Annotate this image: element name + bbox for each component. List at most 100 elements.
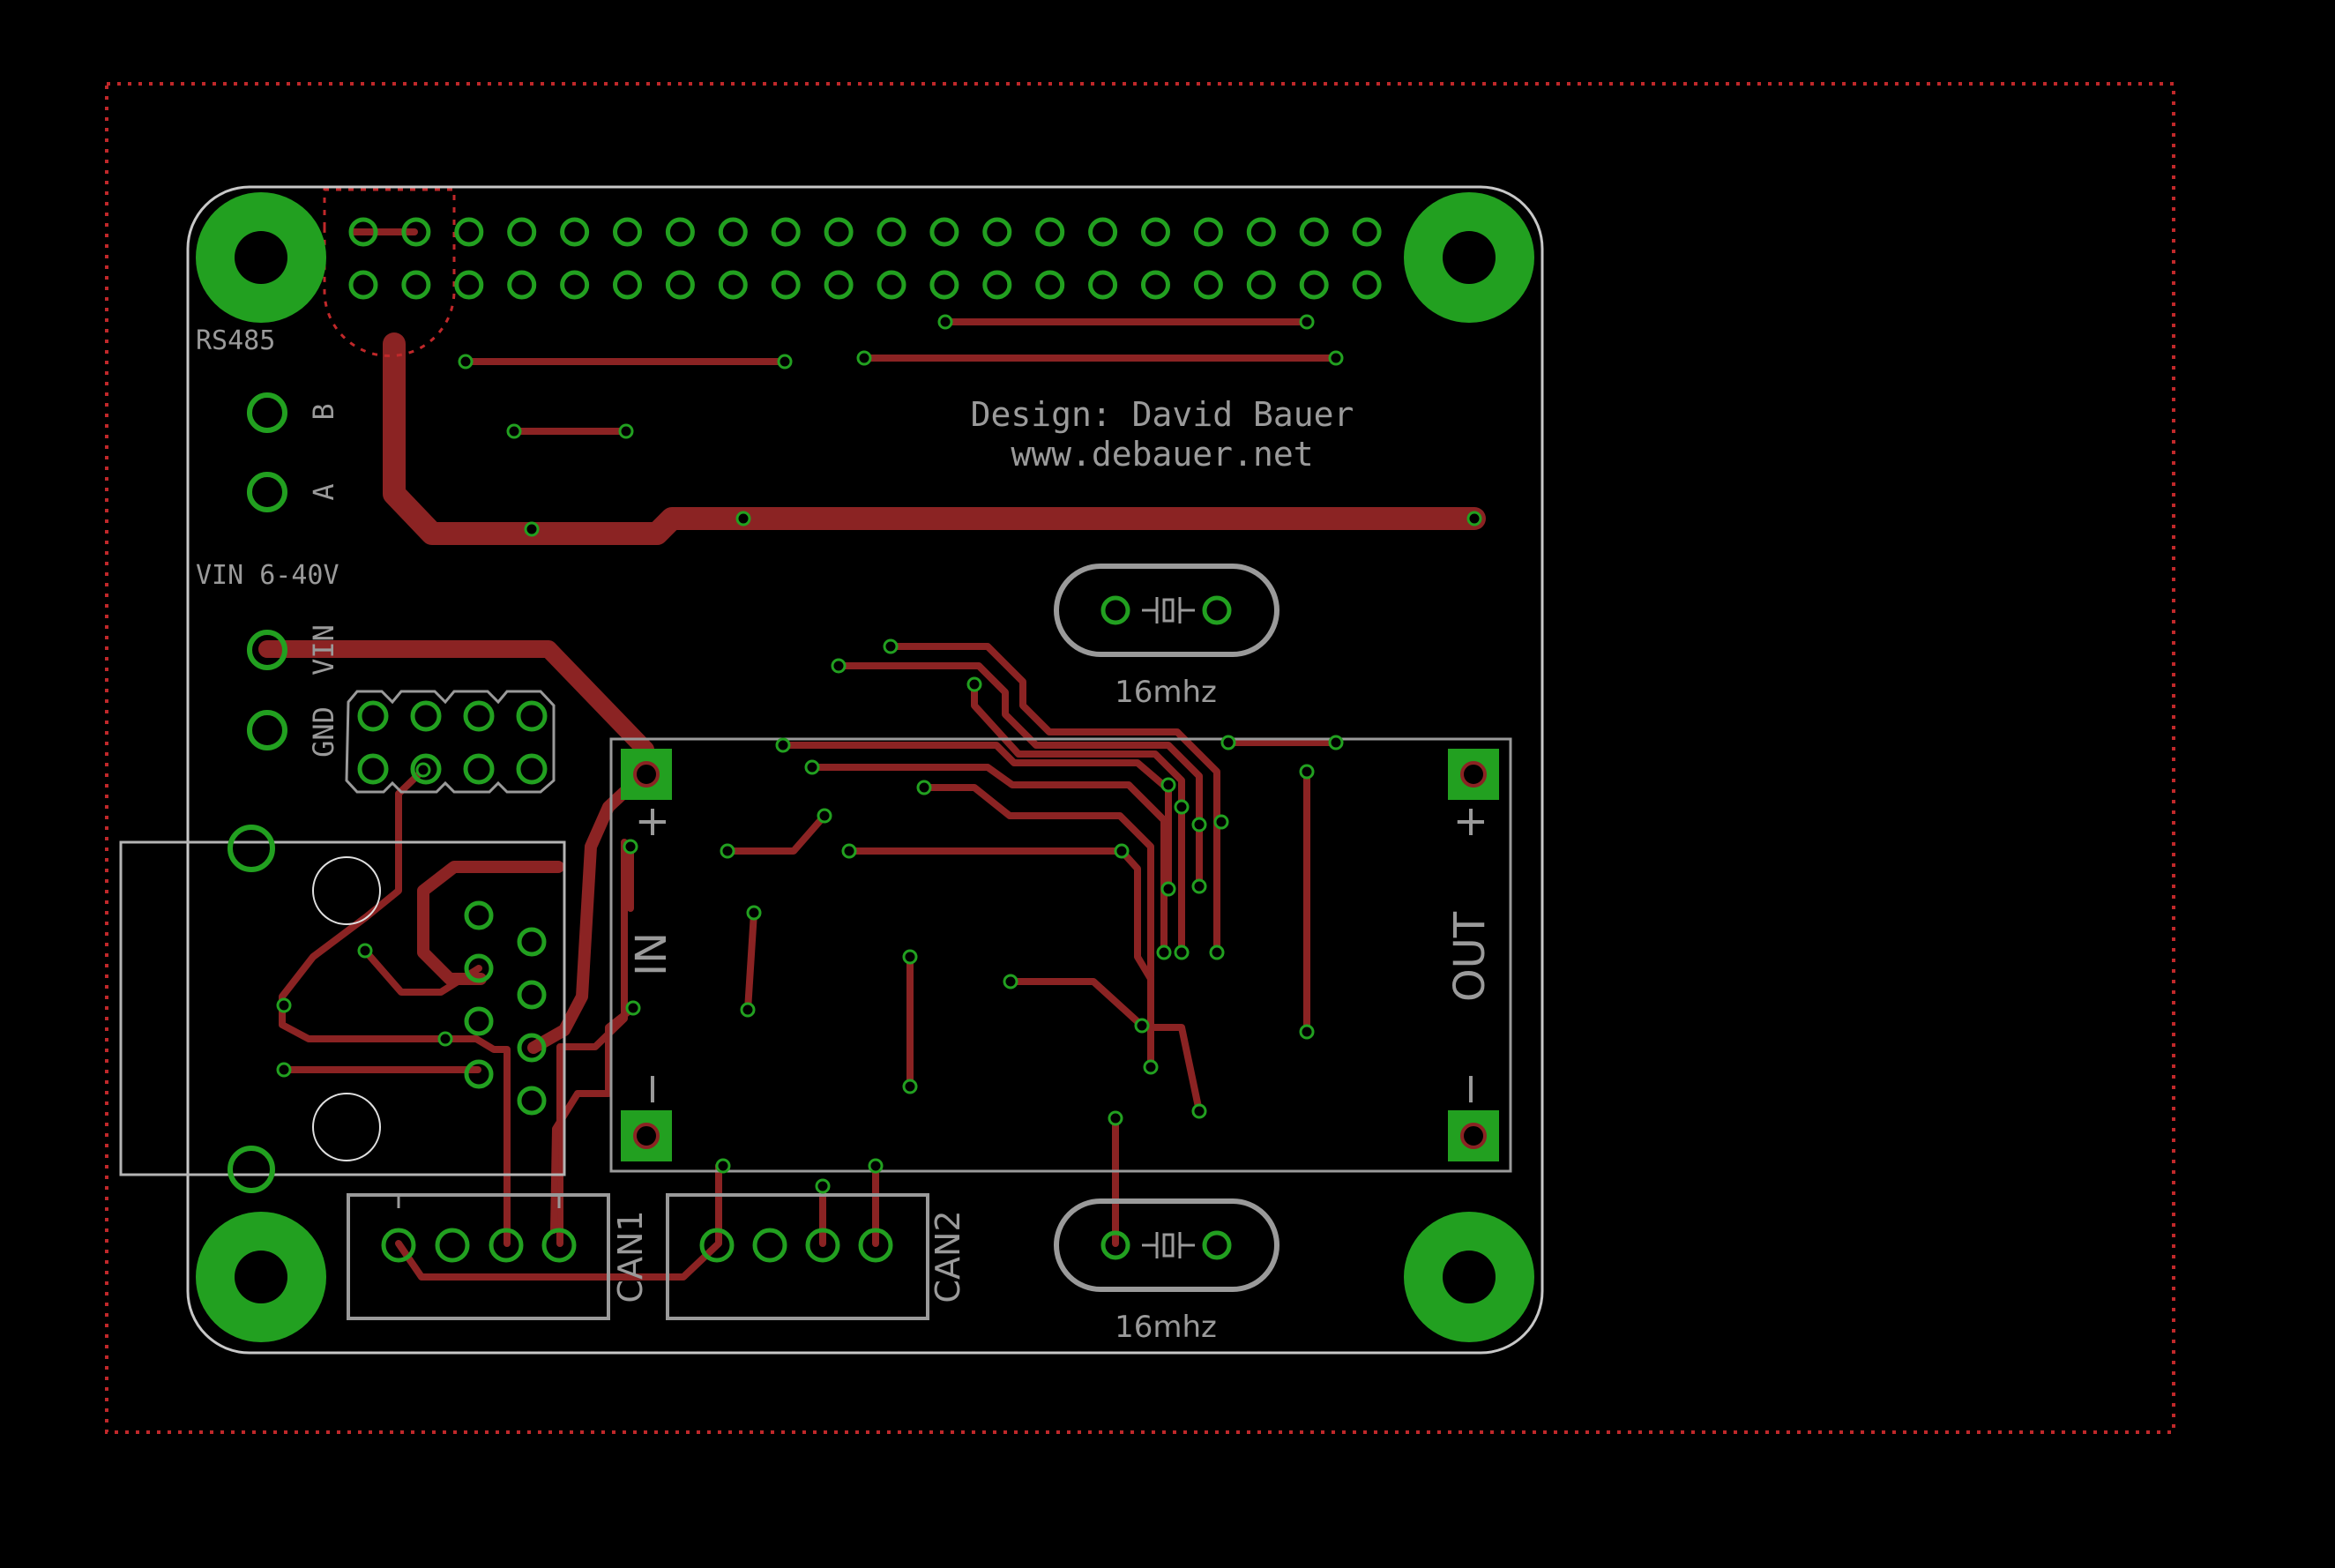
via (437, 1031, 453, 1047)
via (1003, 974, 1018, 989)
rj45-outline (119, 840, 566, 1176)
can1-pin (435, 1228, 470, 1263)
crystal-bottom-pin (1100, 1230, 1130, 1260)
rs485-a-label: A (307, 483, 340, 500)
dcdc-module-outline (609, 737, 1512, 1173)
trace (724, 812, 828, 855)
gpio-pin (1246, 270, 1276, 300)
via (1143, 1059, 1159, 1075)
can1-outline (347, 1193, 610, 1320)
gpio-pin (613, 270, 642, 300)
via (276, 1062, 292, 1078)
gpio-pin (348, 270, 378, 300)
via (777, 354, 793, 370)
gpio-pin (665, 217, 695, 247)
header-pin (463, 753, 495, 785)
via (618, 423, 634, 439)
via (902, 949, 918, 965)
can2-label: CAN2 (929, 1210, 967, 1303)
gpio-pin (348, 217, 378, 247)
via (458, 354, 474, 370)
gpio-pin (877, 270, 906, 300)
gpio-pin (824, 270, 854, 300)
gpio-pin (929, 217, 959, 247)
trace (1007, 978, 1145, 1029)
vin-pad (247, 630, 287, 670)
via (1328, 350, 1344, 366)
converter-out-plus-pad-drill (1460, 761, 1487, 788)
rs485-b-label: B (307, 403, 340, 420)
via (1213, 814, 1229, 830)
mounting-hole-drill (235, 231, 287, 284)
via (720, 843, 735, 859)
via (623, 839, 638, 855)
converter-in-minus: − (627, 1071, 676, 1107)
can2-outline (666, 1193, 929, 1320)
via (868, 1158, 884, 1174)
via (276, 997, 292, 1013)
header-pin (357, 753, 389, 785)
via (506, 423, 522, 439)
trace (395, 1162, 722, 1281)
gpio-pin (507, 270, 537, 300)
gpio-pin (824, 217, 854, 247)
crystal-bottom-pin (1202, 1230, 1232, 1260)
gpio-pin (1141, 217, 1170, 247)
via (775, 737, 791, 753)
can1-pin (381, 1228, 416, 1263)
converter-in-plus-pad-drill (633, 761, 660, 788)
via (883, 638, 899, 654)
gpio-pin (982, 217, 1012, 247)
converter-out-label: OUT (1445, 911, 1495, 1002)
via (1209, 945, 1225, 960)
via (1156, 945, 1172, 960)
header-pin (410, 753, 442, 785)
silkscreen-outlines (119, 188, 1512, 1320)
via (746, 905, 762, 921)
converter-out-minus-pad-drill (1460, 1123, 1487, 1149)
rj45-pin (464, 953, 494, 983)
gpio-pin (771, 270, 801, 300)
crystal-top-pin (1100, 595, 1130, 625)
vin-label: VIN (307, 624, 340, 676)
silkscreen-text: Design: David Bauer www.debauer.net RS48… (196, 325, 1495, 1345)
gpio-pin (771, 217, 801, 247)
converter-in-plus: + (627, 804, 676, 840)
converter-in-label: IN (627, 932, 676, 976)
via (740, 1002, 756, 1018)
gpio-pin (1088, 270, 1118, 300)
via (817, 808, 832, 824)
header-pin (516, 753, 548, 785)
crystal-top-symbol (1142, 597, 1195, 623)
via (1174, 799, 1190, 815)
can2-pin (752, 1228, 787, 1263)
via (1191, 878, 1207, 894)
gpio-pin (507, 217, 537, 247)
trace (887, 643, 1220, 956)
mounting-hole-drill (1443, 231, 1496, 284)
via (1220, 735, 1236, 750)
via (902, 1079, 918, 1094)
trace (550, 1004, 637, 1234)
rj45-hole (312, 1093, 381, 1161)
gpio-pin (877, 217, 906, 247)
via (804, 759, 820, 775)
gpio-pin (1088, 217, 1118, 247)
via (815, 1178, 831, 1194)
gpio-pin (1352, 217, 1382, 247)
gpio-pin (613, 217, 642, 247)
crystal-bottom-outline (1054, 1198, 1279, 1292)
rs485-a-pad (247, 472, 287, 512)
via (415, 762, 431, 778)
trace (780, 742, 1172, 892)
rj45-pin (517, 927, 547, 957)
via (357, 943, 373, 959)
header-pin (516, 700, 548, 732)
gpio-pin (560, 217, 590, 247)
rj45-pin (464, 1059, 494, 1089)
rj45-pin (464, 900, 494, 930)
can1-label: CAN1 (611, 1210, 650, 1303)
trace (835, 662, 1203, 890)
gpio-pin (1141, 270, 1170, 300)
crystal-top-outline (1054, 564, 1279, 657)
